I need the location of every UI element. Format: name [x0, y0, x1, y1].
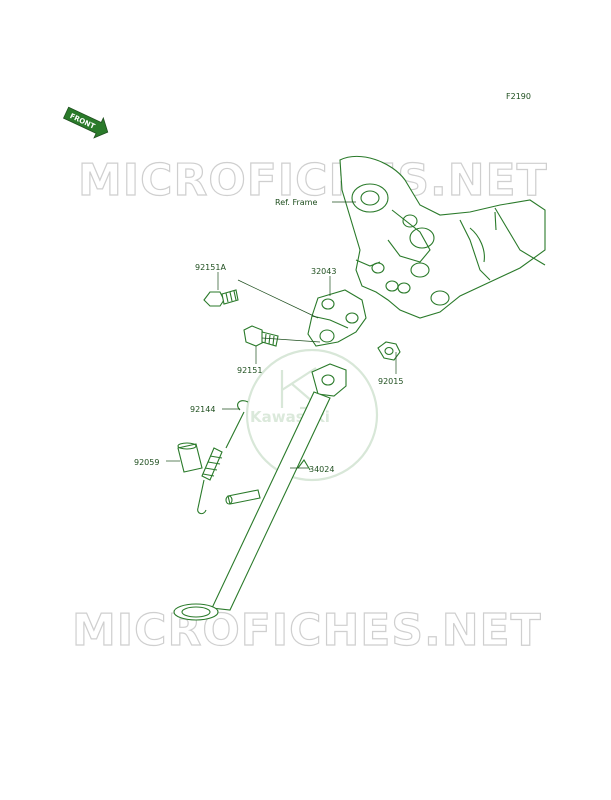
part-34024-sidestand	[173, 363, 347, 621]
front-arrow-icon: FRONT	[62, 106, 109, 139]
label-34024: 34024	[309, 465, 334, 474]
label-92059: 92059	[134, 458, 159, 467]
part-92144-spring	[197, 400, 249, 515]
label-ref-frame: Ref. Frame	[275, 198, 317, 207]
watermark-bottom: MICROFICHES.NET	[72, 605, 542, 656]
diagram-code: F2190	[506, 92, 531, 101]
frame-reference	[339, 155, 546, 319]
part-92015-nut	[377, 341, 401, 361]
label-92151: 92151	[237, 366, 262, 375]
label-92015: 92015	[378, 377, 403, 386]
part-92151-bolt	[243, 325, 279, 347]
watermark-top: MICROFICHES.NET	[78, 155, 548, 206]
part-32043-bracket	[307, 289, 367, 347]
label-92144: 92144	[190, 405, 215, 414]
label-92151A: 92151A	[195, 263, 226, 272]
leader-lines	[166, 201, 397, 469]
label-32043: 32043	[311, 267, 336, 276]
part-92151A-bolt	[203, 289, 239, 307]
part-92059-collar	[177, 442, 203, 473]
